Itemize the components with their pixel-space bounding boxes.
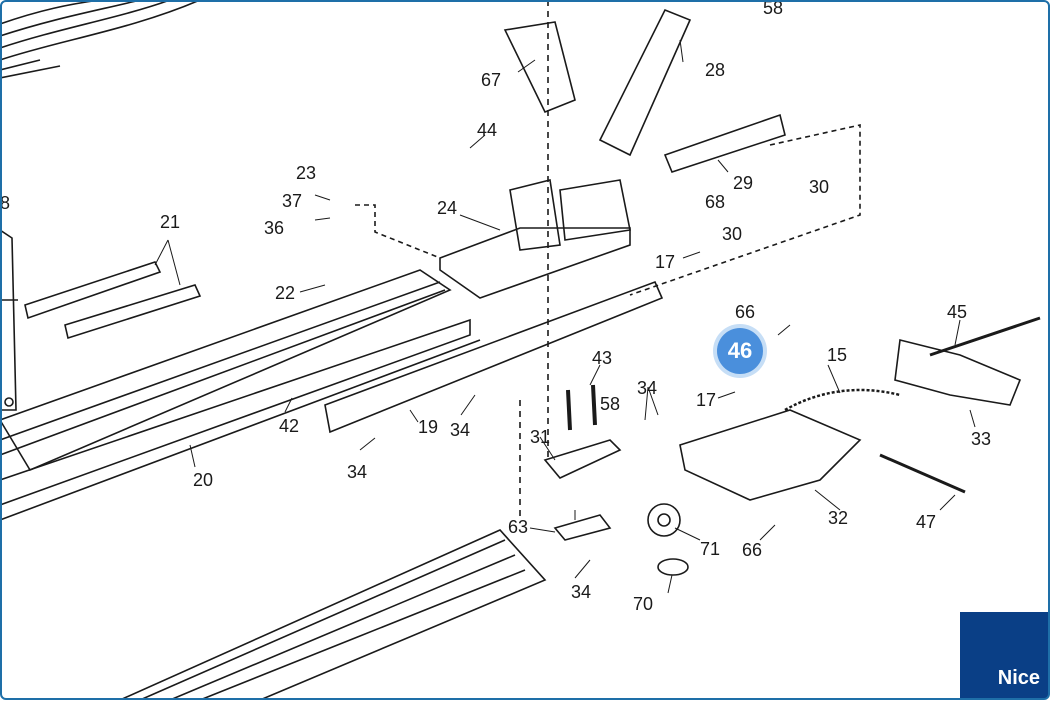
- label-31: 31: [530, 427, 550, 447]
- label-58-mid: 58: [600, 394, 620, 414]
- label-43: 43: [592, 348, 612, 368]
- callout-badge-46[interactable]: 46: [717, 328, 763, 374]
- label-17-mid: 17: [696, 390, 716, 410]
- part-29: [663, 113, 786, 173]
- label-21: 21: [160, 212, 180, 232]
- label-15: 15: [827, 345, 847, 365]
- label-68: 68: [705, 192, 725, 212]
- chain-strip-upper: [24, 261, 162, 320]
- bar-28: [598, 8, 692, 157]
- label-23: 23: [296, 163, 316, 183]
- bracket-31: [543, 439, 622, 479]
- housing-32: [679, 409, 862, 501]
- label-24: 24: [437, 198, 457, 218]
- bracket-33: [894, 339, 1022, 406]
- label-17-top: 17: [655, 252, 675, 272]
- label-28: 28: [705, 60, 725, 80]
- bolt-45: [929, 316, 1041, 357]
- label-71: 71: [700, 539, 720, 559]
- bracket-67: [503, 21, 576, 114]
- label-37: 37: [282, 191, 302, 211]
- label-33: 33: [971, 429, 991, 449]
- plate-63: [553, 514, 612, 541]
- label-34-left: 34: [347, 462, 367, 482]
- label-36: 36: [264, 218, 284, 238]
- bar-19: [324, 280, 664, 434]
- label-32: 32: [828, 508, 848, 528]
- label-45: 45: [947, 302, 967, 322]
- label-22: 22: [275, 283, 295, 303]
- bolts-43: [566, 384, 597, 431]
- label-30: 30: [722, 224, 742, 244]
- label-58-top: 58: [763, 0, 783, 18]
- chain-15: [784, 388, 901, 412]
- sprocket-71: [647, 503, 681, 537]
- label-34-right: 34: [450, 420, 470, 440]
- label-8: 8: [0, 193, 10, 213]
- label-30-top: 30: [809, 177, 829, 197]
- label-67: 67: [481, 70, 501, 90]
- label-70: 70: [633, 594, 653, 614]
- label-66-bottom: 66: [742, 540, 762, 560]
- label-47: 47: [916, 512, 936, 532]
- label-29: 29: [733, 173, 753, 193]
- left-bracket: [0, 229, 18, 411]
- rail-lower: [119, 529, 547, 701]
- label-20: 20: [193, 470, 213, 490]
- brand-logo: Nice: [960, 612, 1048, 698]
- washer-70: [657, 558, 689, 576]
- label-66-top: 66: [735, 302, 755, 322]
- label-44: 44: [477, 120, 497, 140]
- label-34-bottom: 34: [571, 582, 591, 602]
- carriage-24: [439, 179, 631, 299]
- cable-coil: [0, 0, 201, 61]
- rail-20: [0, 269, 481, 521]
- bolt-47: [879, 453, 966, 494]
- chain-strip-lower: [64, 284, 202, 340]
- label-42: 42: [279, 416, 299, 436]
- label-63: 63: [508, 517, 528, 537]
- label-34-mid: 34: [637, 378, 657, 398]
- label-19: 19: [418, 417, 438, 437]
